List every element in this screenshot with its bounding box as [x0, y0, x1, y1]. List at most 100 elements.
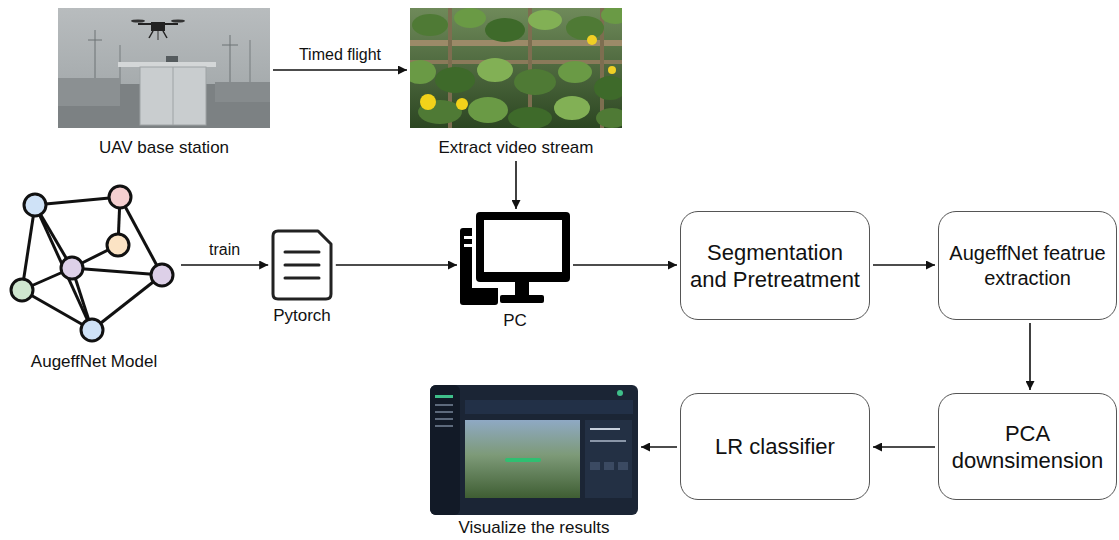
dashboard-screenshot-part — [435, 395, 453, 398]
flow-arrow — [515, 161, 517, 209]
uav-photo-part — [151, 22, 165, 31]
uav-photo-part — [173, 67, 174, 125]
document-icon-part — [273, 231, 331, 299]
image-node: PC — [460, 212, 570, 331]
crop-photo-part — [410, 8, 622, 128]
dashboard-screenshot-part — [435, 411, 453, 413]
uav-photo-part — [166, 56, 178, 62]
uav-photo-part — [222, 45, 238, 46]
crop-photo-part — [554, 96, 590, 120]
dashboard-screenshot-part — [585, 420, 632, 498]
crop-photo-part — [528, 10, 562, 30]
flow-arrow — [181, 264, 268, 266]
document-icon — [273, 231, 331, 299]
dashboard-screenshot-part — [465, 420, 580, 498]
computer-icon-part — [500, 295, 544, 303]
network-graph-icon-part — [151, 264, 173, 286]
image-caption: Pytorch — [273, 306, 331, 326]
document-icon-part — [285, 277, 319, 280]
computer-icon-part — [515, 282, 529, 296]
box-label: Segmentation and Pretreatment — [689, 239, 861, 293]
computer-icon-part — [472, 208, 574, 288]
document-icon-part — [285, 264, 319, 267]
flow-arrow — [873, 264, 935, 266]
crop-photo-part — [468, 97, 508, 123]
network-graph-icon-part — [72, 268, 162, 275]
dashboard-screenshot-part — [435, 425, 453, 427]
dashboard-screenshot-part — [430, 385, 460, 515]
crop-photo-part — [485, 18, 525, 42]
dashboard-screenshot-part — [430, 385, 638, 515]
crop-photo-part — [508, 107, 552, 128]
uav-photo-part — [88, 40, 102, 41]
network-graph-icon-part — [35, 205, 92, 330]
crop-photo-part — [412, 14, 448, 36]
crop-photo-part — [514, 69, 556, 95]
image-caption: Visualize the results — [459, 518, 610, 538]
network-graph-icon-part — [61, 257, 83, 279]
uav-photo-part — [149, 31, 153, 38]
crop-photo — [410, 8, 622, 128]
network-graph-icon-part — [22, 205, 35, 290]
dashboard-screenshot-part — [604, 462, 614, 470]
crop-photo-part — [435, 67, 475, 93]
image-node: Visualize the results — [430, 385, 638, 538]
process-box: AugeffNet featrue extraction — [938, 211, 1117, 320]
flow-arrow — [273, 69, 407, 71]
dashboard-screenshot-part — [435, 418, 453, 420]
network-graph-icon-part — [92, 275, 162, 330]
crop-photo-part — [410, 60, 622, 64]
dashboard-screenshot-part — [435, 404, 453, 406]
uav-photo-part — [131, 19, 145, 22]
dashboard-screenshot-part — [617, 390, 623, 396]
uav-photo-part — [118, 62, 216, 67]
crop-photo-part — [454, 8, 486, 28]
uav-photo-part — [140, 67, 206, 125]
flow-arrow — [573, 264, 677, 266]
uav-photo-part — [215, 82, 270, 102]
image-node: Pytorch — [271, 228, 333, 326]
document-icon-part — [285, 251, 319, 254]
uav-photo-part — [158, 31, 159, 40]
image-node: AugeffNet Model — [10, 185, 178, 372]
process-box: LR classifier — [680, 393, 870, 500]
image-caption: PC — [503, 311, 527, 331]
network-graph-icon-part — [11, 279, 33, 301]
uav-photo — [58, 8, 270, 128]
crop-photo-part — [594, 76, 622, 100]
dashboard-screenshot-part — [590, 462, 600, 470]
crop-photo-part — [601, 8, 622, 24]
dashboard-screenshot-part — [590, 440, 626, 442]
edge-label: Timed flight — [297, 45, 383, 64]
flow-arrow — [1029, 323, 1031, 390]
image-node: Extract video stream — [410, 8, 622, 158]
network-graph-icon-part — [24, 194, 46, 216]
crop-photo-part — [608, 66, 616, 74]
image-caption: AugeffNet Model — [31, 352, 157, 372]
uav-photo-part — [58, 8, 270, 128]
dashboard-screenshot — [430, 385, 638, 515]
crop-photo-part — [456, 98, 468, 110]
uav-photo-part — [58, 78, 120, 106]
box-label: AugeffNet featrue extraction — [947, 241, 1108, 291]
box-label: LR classifier — [715, 433, 835, 460]
process-box: PCA downsimension — [938, 393, 1117, 500]
image-caption: Extract video stream — [439, 138, 594, 158]
dashboard-screenshot-part — [465, 400, 633, 414]
image-node: UAV base station — [58, 8, 270, 158]
dashboard-screenshot-part — [505, 458, 541, 462]
box-label: PCA downsimension — [947, 420, 1108, 474]
computer-icon-part — [476, 212, 570, 282]
network-graph-icon-part — [81, 319, 103, 341]
flow-arrow — [873, 446, 935, 448]
crop-photo-part — [420, 94, 436, 110]
process-box: Segmentation and Pretreatment — [680, 211, 870, 320]
crop-photo-part — [558, 61, 592, 83]
crop-photo-part — [477, 58, 513, 82]
network-graph-icon-part — [35, 197, 120, 205]
crop-photo-part — [410, 60, 436, 84]
computer-icon — [460, 208, 574, 305]
uav-photo-part — [163, 31, 167, 38]
network-graph-icon-part — [107, 234, 129, 256]
